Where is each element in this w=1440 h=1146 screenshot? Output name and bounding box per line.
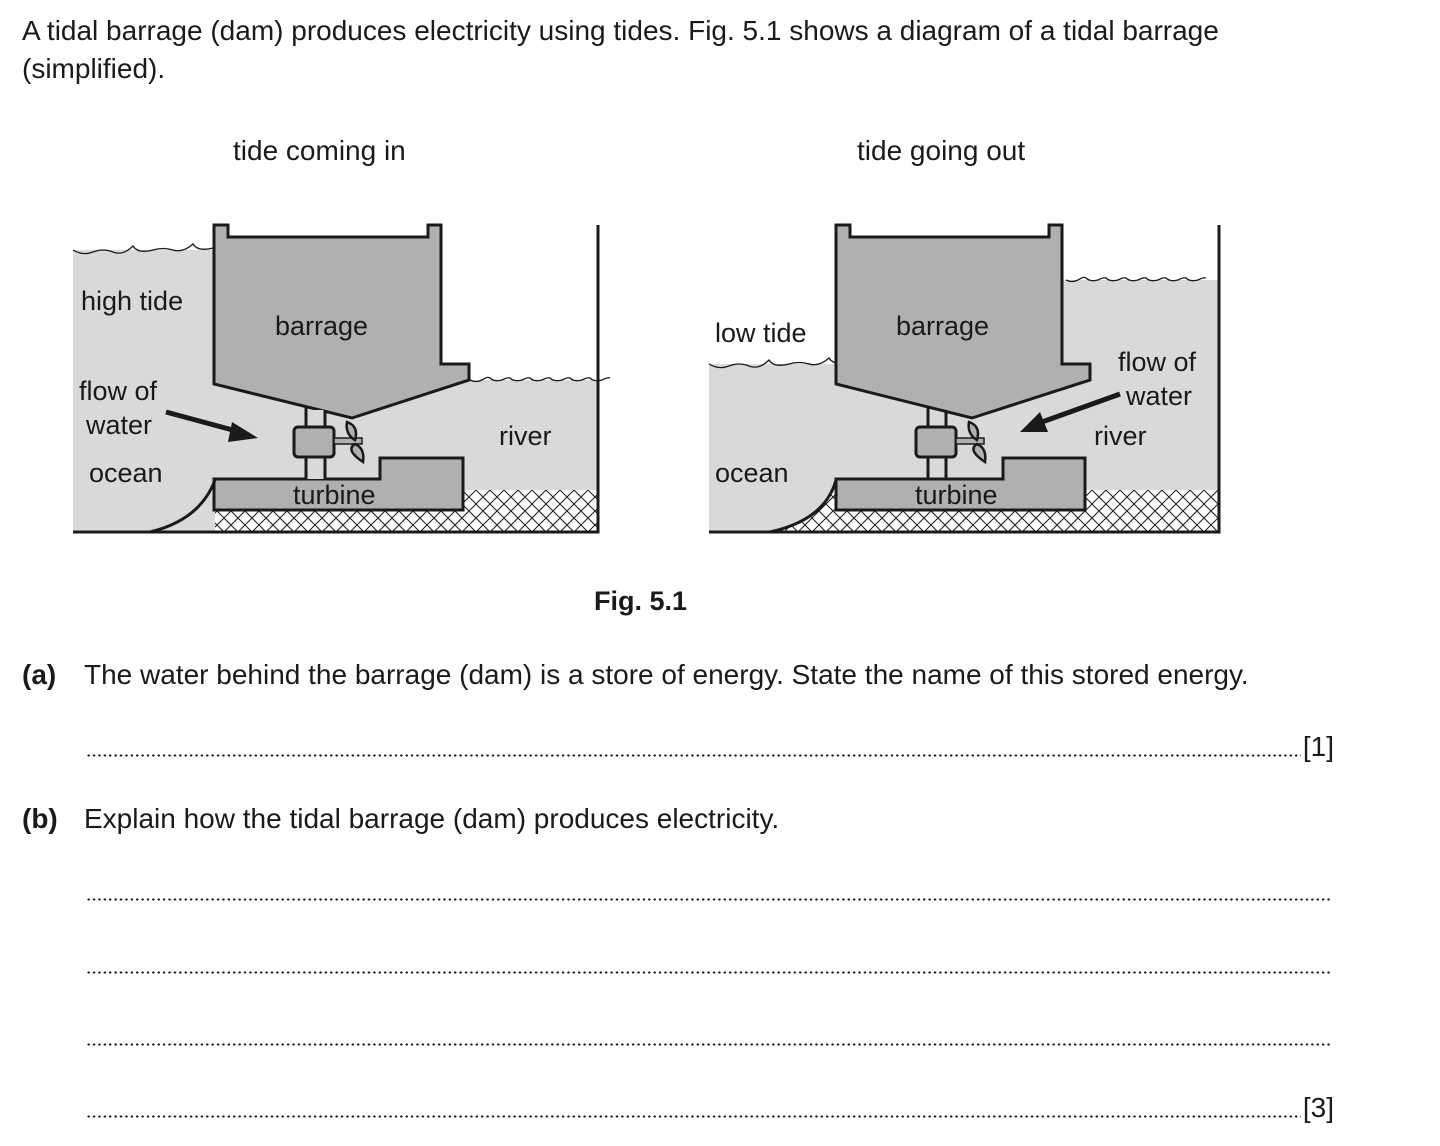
low-tide-label: low tide [715,318,807,348]
flow-label-line1-right: flow of [1118,347,1197,377]
figure-caption: Fig. 5.1 [594,586,688,616]
left-container-outline [73,225,600,534]
turbine-label-left: turbine [293,480,376,510]
ocean-label-right: ocean [715,458,789,488]
question-b-text: Explain how the tidal barrage (dam) prod… [84,803,780,834]
answer-a-field[interactable] [86,754,1301,757]
left-panel-title: tide coming in [233,135,406,166]
question-a-label: (a) [22,659,57,690]
flow-label-line2-left: water [85,410,152,440]
generator-box [914,425,958,459]
barrage-structure [834,223,1092,420]
barrage-label-right: barrage [896,311,989,341]
propeller-icon [333,420,365,465]
answer-b-field-2[interactable] [86,971,1332,974]
answer-b-line-3[interactable] [86,1021,1334,1051]
ocean-water [709,364,836,532]
answer-b-field-3[interactable] [86,1043,1332,1046]
answer-b-field-1[interactable] [86,898,1332,901]
answer-a-line-1[interactable]: [1] [86,732,1334,762]
marks-b: [3] [1302,1092,1334,1123]
flow-arrow-icon [165,409,258,442]
river-surface [1065,276,1207,283]
question-intro: A tidal barrage (dam) produces electrici… [22,15,1219,84]
right-panel: low tide barrage flow of water ocean riv… [708,223,1221,534]
ocean-label-left: ocean [89,458,163,488]
flow-label-line1-left: flow of [79,376,158,406]
tidal-barrage-diagram: high tide barrage flow of water ocean ri… [72,223,1221,534]
answer-b-field-4[interactable] [86,1115,1301,1118]
river-surface [469,376,611,383]
propeller-icon [955,420,987,465]
high-tide-label: high tide [81,286,183,316]
generator-box [292,425,336,459]
question-b-label: (b) [22,803,58,834]
turbine-base [834,456,1087,512]
barrage-label-left: barrage [275,311,368,341]
barrage-structure [212,223,471,420]
answer-b-line-2[interactable] [86,949,1334,979]
ocean-surface [72,242,234,255]
left-panel: high tide barrage flow of water ocean ri… [72,223,611,534]
question-a-text: The water behind the barrage (dam) is a … [84,659,1249,690]
river-label-right: river [1094,421,1147,451]
flow-arrow-icon [1020,391,1121,432]
right-container-outline [709,225,1221,534]
right-panel-title: tide going out [857,135,1026,166]
flow-label-line2-right: water [1125,381,1192,411]
turbine-base [212,456,465,512]
marks-a: [1] [1302,731,1334,762]
answer-b-line-4[interactable]: [3] [86,1093,1334,1123]
answer-b-line-1[interactable] [86,876,1334,906]
turbine-label-right: turbine [915,480,998,510]
river-label-left: river [499,421,552,451]
